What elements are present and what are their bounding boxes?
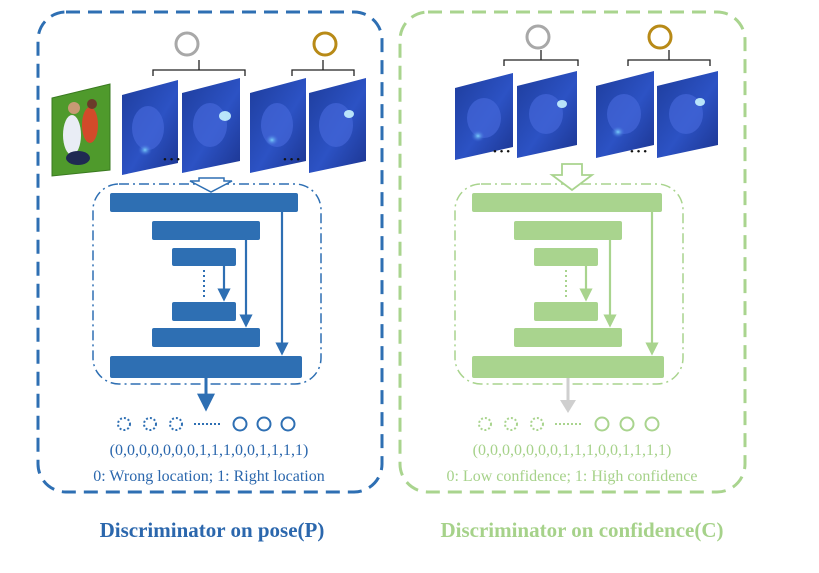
pose-heatmap-2	[182, 78, 240, 173]
input-photo	[51, 83, 111, 177]
pose-output-circle	[143, 417, 157, 431]
conf-bar-1	[472, 193, 662, 212]
conf-input-arrow	[549, 163, 595, 192]
conf-group-circle-gold	[647, 24, 673, 50]
pose-output-circle	[280, 416, 296, 432]
conf-vector-text: (0,0,0,0,0,0,0,1,1,1,0,0,1,1,1,1)	[473, 442, 672, 459]
panel-pose: • • • • • •	[36, 10, 384, 542]
pose-heatmap-4	[309, 78, 366, 173]
conf-heatmap-3	[596, 71, 654, 158]
conf-bar-3	[534, 248, 598, 266]
pose-output-circle	[256, 416, 272, 432]
pose-caption: Discriminator on pose(P)	[100, 518, 325, 542]
conf-bar-2	[514, 221, 622, 240]
conf-heatmap-1	[455, 73, 513, 160]
pose-bar-3	[172, 248, 236, 266]
pose-group-circle-gold	[312, 31, 338, 57]
pose-bar-5	[152, 328, 260, 347]
pose-group-circle-gray	[174, 31, 200, 57]
pose-heatmap-3	[250, 78, 306, 173]
pose-ellipsis-2: • • •	[283, 154, 300, 166]
conf-group-circle-gray	[525, 24, 551, 50]
conf-ellipsis-2: • • •	[630, 146, 647, 158]
conf-bar-6	[472, 356, 664, 378]
panel-pose-border	[36, 10, 384, 494]
panel-confidence-border	[398, 10, 747, 494]
conf-output-circle	[619, 416, 635, 432]
conf-bar-4	[534, 302, 598, 321]
pose-group-bracket-2	[291, 60, 355, 76]
conf-output-arrowhead	[560, 400, 576, 413]
pose-vector-text: (0,0,0,0,0,0,0,1,1,1,0,0,1,1,1,1)	[110, 442, 309, 459]
conf-output-circles	[478, 416, 660, 432]
conf-output-circle	[530, 417, 544, 431]
pose-bar-1	[110, 193, 298, 212]
pose-output-circle	[232, 416, 248, 432]
pose-heatmap-1	[122, 80, 178, 175]
conf-network-border	[454, 183, 684, 385]
conf-heatmap-2	[517, 71, 577, 158]
conf-group-bracket-1	[503, 50, 579, 66]
pose-output-circle	[117, 417, 131, 431]
panel-confidence: • • • • • •	[398, 10, 747, 542]
pose-network-border	[92, 183, 322, 385]
pose-input-arrow	[189, 177, 233, 193]
conf-heatmap-4	[657, 71, 718, 158]
conf-legend-text: 0: Low confidence; 1: High confidence	[446, 468, 697, 485]
conf-group-bracket-2	[627, 50, 711, 66]
conf-output-circle	[504, 417, 518, 431]
conf-bar-5	[514, 328, 622, 347]
pose-bar-6	[110, 356, 302, 378]
pose-bar-4	[172, 302, 236, 321]
conf-output-circle	[478, 417, 492, 431]
conf-caption: Discriminator on confidence(C)	[440, 518, 723, 542]
conf-ellipsis-1: • • •	[493, 146, 510, 158]
pose-ellipsis-1: • • •	[163, 154, 180, 166]
pose-output-circles	[117, 416, 296, 432]
pose-group-bracket-1	[152, 60, 246, 76]
conf-output-circle	[644, 416, 660, 432]
pose-bar-2	[152, 221, 260, 240]
pose-output-circle	[169, 417, 183, 431]
conf-output-circle	[594, 416, 610, 432]
pose-legend-text: 0: Wrong location; 1: Right location	[93, 468, 324, 485]
